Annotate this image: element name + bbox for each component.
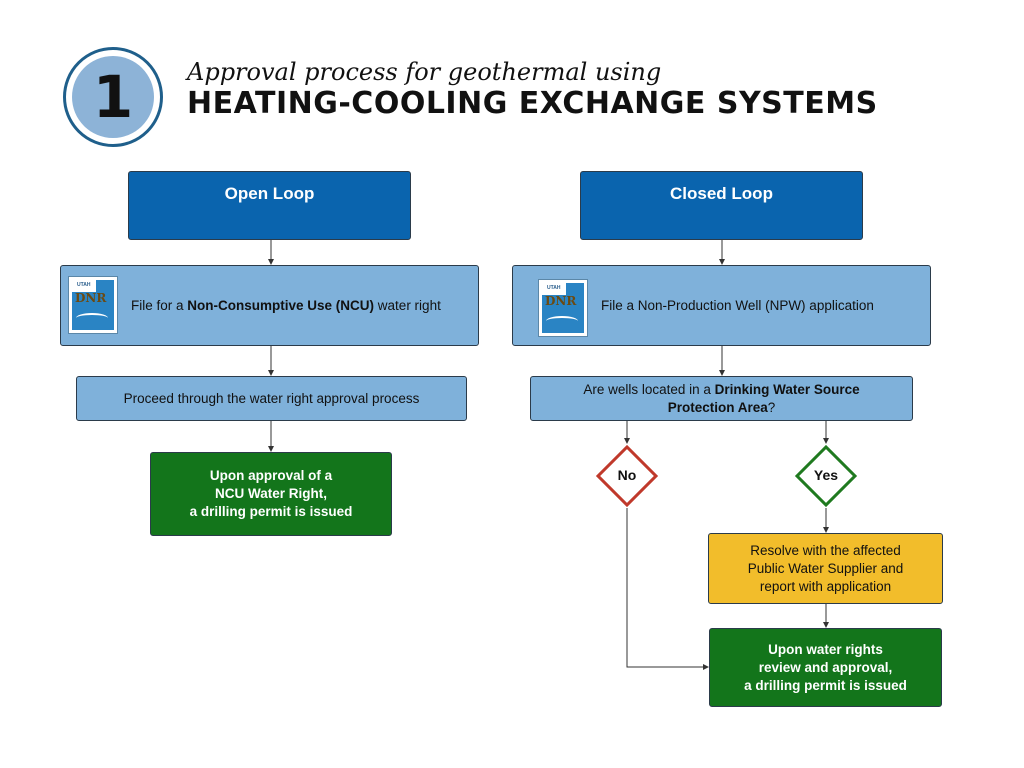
yes-label: Yes [813, 467, 839, 483]
closed-approval-line3: a drilling permit is issued [744, 677, 907, 693]
page-subtitle: Approval process for geothermal using [187, 58, 662, 86]
file-prefix: File for a [131, 297, 188, 313]
dnr-logo-closed: UTAH DNR [538, 279, 588, 337]
closed-approval-line1: Upon water rights [768, 641, 883, 657]
dnr-logo-open: UTAH DNR [68, 276, 118, 334]
question-suffix: ? [767, 399, 776, 415]
closed-loop-header: Closed Loop [580, 171, 863, 240]
question-prefix: Are wells located in a [583, 381, 715, 397]
logo-utah-text: UTAH [547, 285, 561, 291]
question-bold2: Protection Area [667, 399, 768, 415]
closed-loop-file-text: File a Non-Production Well (NPW) applica… [601, 297, 874, 313]
page-title: HEATING-COOLING EXCHANGE SYSTEMS [187, 86, 878, 121]
open-approval-line3: a drilling permit is issued [189, 504, 353, 519]
resolve-line3: report with application [759, 578, 892, 594]
closed-loop-title: Closed Loop [670, 184, 773, 203]
closed-loop-approval-box: Upon water rights review and approval, a… [709, 628, 942, 707]
resolve-box: Resolve with the affected Public Water S… [708, 533, 943, 604]
logo-dnr-text: DNR [545, 294, 577, 308]
logo-utah-text: UTAH [77, 282, 91, 288]
question-line2: Protection Area? [668, 399, 776, 417]
open-loop-proceed-text: Proceed through the water right approval… [123, 390, 420, 406]
file-suffix: water right [374, 297, 441, 313]
arrow-no-to-approval [626, 508, 709, 670]
open-loop-approval-box: Upon approval of a NCU Water Right, a dr… [150, 452, 392, 536]
open-loop-file-text: File for a Non-Consumptive Use (NCU) wat… [131, 297, 441, 315]
question-bold1: Drinking Water Source [714, 381, 860, 397]
open-approval-line1: Upon approval of a [209, 468, 333, 483]
file-bold: Non-Consumptive Use (NCU) [187, 297, 375, 313]
step-badge: 1 [63, 47, 163, 147]
open-approval-line2: NCU Water Right, [215, 486, 327, 501]
resolve-line1: Resolve with the affected [750, 542, 901, 558]
step-number: 1 [72, 56, 154, 138]
no-label: No [617, 467, 637, 483]
closed-approval-line2: review and approval, [758, 659, 893, 675]
logo-dnr-text: DNR [75, 291, 107, 305]
closed-loop-question-box: Are wells located in a Drinking Water So… [530, 376, 913, 421]
open-loop-header: Open Loop [128, 171, 411, 240]
open-loop-file-box: File for a Non-Consumptive Use (NCU) wat… [60, 265, 479, 346]
resolve-line2: Public Water Supplier and [747, 560, 904, 576]
open-loop-title: Open Loop [224, 184, 315, 203]
open-loop-proceed-box: Proceed through the water right approval… [76, 376, 467, 421]
question-line1: Are wells located in a Drinking Water So… [583, 381, 859, 399]
